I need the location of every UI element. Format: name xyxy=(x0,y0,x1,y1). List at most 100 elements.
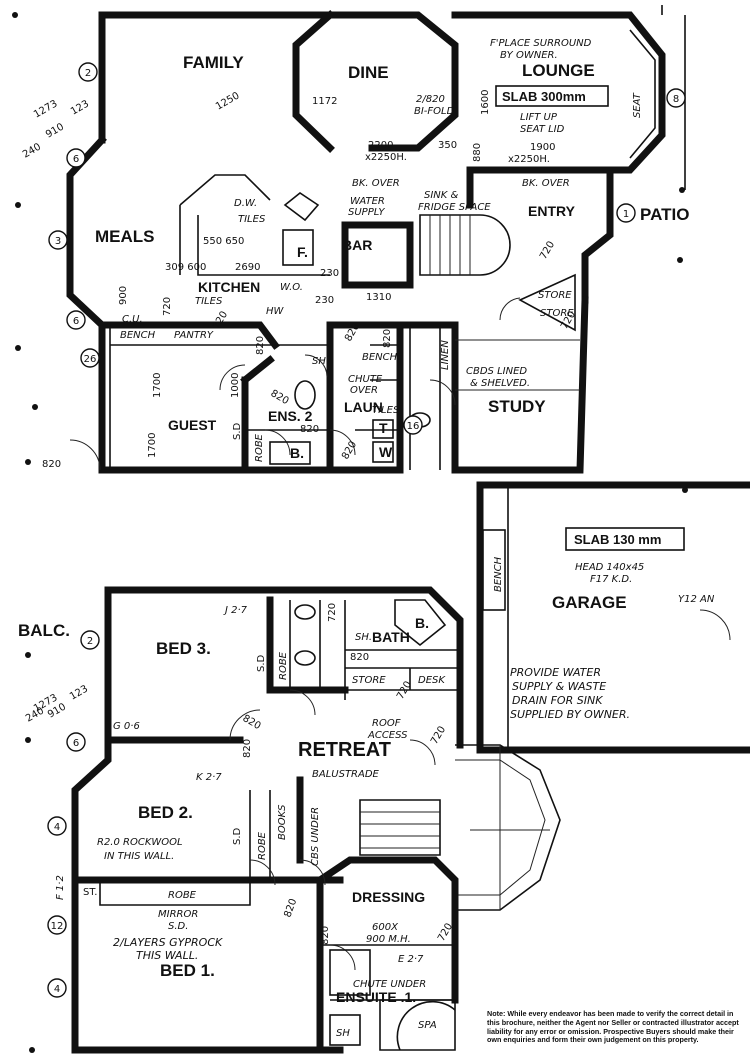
garage-walls xyxy=(476,481,750,754)
note-provide-1: PROVIDE WATER xyxy=(510,666,601,679)
dim-label: 820 xyxy=(320,926,331,945)
ground-notes: F'PLACE SURROUND BY OWNER. SLAB 300mm LI… xyxy=(120,38,715,721)
room-label-entry: ENTRY xyxy=(528,203,576,219)
fixture-label: W xyxy=(379,444,393,460)
disclaimer-note: Note: While every endeavor has been made… xyxy=(487,1009,745,1046)
note-r20-1: R2.0 ROCKWOOL xyxy=(97,837,183,848)
note-linen: LINEN xyxy=(440,340,451,370)
dim-label: 720 xyxy=(327,603,338,622)
note-over: OVER xyxy=(350,385,378,396)
note-fridge: FRIDGE SPACE xyxy=(418,202,491,213)
note-sink: SINK & xyxy=(424,190,459,201)
room-label-lounge: LOUNGE xyxy=(522,61,595,80)
note-water: WATER xyxy=(350,196,385,207)
note-seat: SEAT xyxy=(632,92,643,118)
note-robe-1: ROBE xyxy=(278,651,289,680)
marker-bubble xyxy=(47,978,67,998)
note-gyp-2: THIS WALL. xyxy=(136,949,198,962)
room-label-balc: BALC. xyxy=(18,621,70,640)
room-label-garage: GARAGE xyxy=(552,593,627,612)
room-label-ens2: ENS. 2 xyxy=(268,408,313,424)
note-fplace: F'PLACE SURROUND xyxy=(490,38,592,49)
note-goox-1: 600X xyxy=(372,922,399,933)
note-bench-1: BENCH xyxy=(120,330,156,341)
note-cu: C.U. xyxy=(122,314,143,325)
note-wo: W.O. xyxy=(280,282,303,293)
note-robe-3: ROBE xyxy=(168,890,197,901)
dim-label: 820 xyxy=(255,336,266,355)
upper-floor-walls xyxy=(71,586,561,1054)
fixture-label: T xyxy=(379,420,388,436)
marker-bubble xyxy=(47,915,67,935)
note-f12: F 1·2 xyxy=(55,875,66,900)
dim-label: 350 xyxy=(438,140,457,151)
note-liftup: LIFT UP xyxy=(520,112,558,123)
dim-label: 820 xyxy=(350,652,369,663)
note-sh-2: SH xyxy=(336,1028,350,1039)
note-j27: J 2·7 xyxy=(223,605,248,616)
dim-label: 820 xyxy=(382,329,393,348)
room-label-bed2: BED 2. xyxy=(138,803,193,822)
dim-label: 123 xyxy=(69,99,91,118)
room-label-bar: BAR xyxy=(342,237,372,253)
note-bifold-1: 2/820 xyxy=(416,94,445,105)
marker-bubble xyxy=(66,310,86,330)
note-store: STORE xyxy=(352,675,386,686)
marker-label: 8 xyxy=(673,94,679,105)
room-label-bed1: BED 1. xyxy=(160,961,215,980)
note-robe: ROBE xyxy=(254,433,265,462)
fixture-label: B. xyxy=(415,615,429,631)
room-label-kitchen: KITCHEN xyxy=(198,279,260,295)
dim-label: 820 xyxy=(241,713,263,732)
marker-label: 3 xyxy=(55,236,61,247)
room-label-meals: MEALS xyxy=(95,227,155,246)
note-sh-1: SH. xyxy=(355,632,372,643)
upper-notes: J 2·7 G 0·6 K 2·7 E 2·7 F 1·2 STORE DESK… xyxy=(24,603,455,1039)
dim-label: 1000 xyxy=(230,373,241,398)
slab130-box xyxy=(565,527,685,551)
dim-label: 309 600 xyxy=(165,262,206,273)
marker-label: 2 xyxy=(85,68,91,79)
dim-label: 1172 xyxy=(312,96,337,107)
note-mirror-1: MIRROR xyxy=(158,909,198,920)
room-label-laun: LAUN xyxy=(344,399,383,415)
dim-label: S.D xyxy=(232,422,243,440)
note-bench-garage: BENCH xyxy=(493,556,504,592)
dim-label: S.D xyxy=(256,654,267,672)
note-head-1: HEAD 140x45 xyxy=(575,562,644,573)
dim-label: 1310 xyxy=(366,292,391,303)
note-tiles-3: TILES xyxy=(372,405,400,416)
room-label-dressing: DRESSING xyxy=(352,889,425,905)
marker-bubble xyxy=(47,816,67,836)
note-supply: SUPPLY xyxy=(348,207,385,218)
note-bench-2: BENCH xyxy=(362,352,398,363)
note-goox-2: 900 M.H. xyxy=(366,934,411,945)
dim-label: 900 xyxy=(118,286,129,305)
slab300-box xyxy=(495,85,609,107)
dim-label: x2250H. xyxy=(508,154,550,165)
ground-markers: 2 6 3 6 26 8 1 16 xyxy=(48,62,686,435)
room-label-retreat: RETREAT xyxy=(298,739,391,761)
marker-label: 6 xyxy=(73,738,79,749)
marker-label: 1 xyxy=(623,209,629,220)
fixtures xyxy=(269,380,431,1046)
door-swings xyxy=(69,297,731,971)
ground-room-labels: FAMILY DINE LOUNGE MEALS BAR ENTRY PATIO… xyxy=(95,53,689,612)
marker-label: 6 xyxy=(73,316,79,327)
room-label-family: FAMILY xyxy=(183,53,244,72)
note-tiles-2: TILES xyxy=(195,296,223,307)
note-desk: DESK xyxy=(418,675,446,686)
marker-label: 12 xyxy=(51,921,64,932)
note-sh: SH. xyxy=(312,356,329,367)
dim-label: 230 xyxy=(315,295,334,306)
dim-label: 1700 xyxy=(152,373,163,398)
note-tiles-1: TILES xyxy=(238,214,266,225)
note-r20-2: IN THIS WALL. xyxy=(104,851,174,862)
note-head-2: F17 K.D. xyxy=(590,574,632,585)
dim-label: 2200 xyxy=(368,140,393,151)
note-chute-under: CHUTE UNDER xyxy=(353,979,426,990)
note-bifold-2: BI-FOLD. xyxy=(414,106,458,117)
dim-label: 1250 xyxy=(214,90,242,112)
dim-label: 2690 xyxy=(235,262,260,273)
